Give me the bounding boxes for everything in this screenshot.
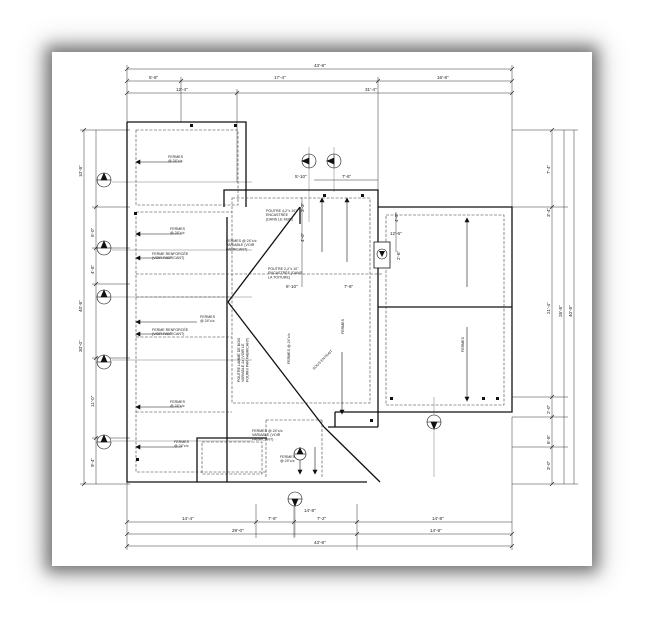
note-poutre: POUTRE 4-2"x 10"ENCASTRÉE(DANS LE MUR) (266, 209, 297, 221)
dim-left-overall: 40'-8" (78, 300, 83, 312)
dim-left-seg: 30'-0" (78, 340, 83, 352)
note-fermes-vertical: FERMES (341, 318, 345, 334)
dim-left-seg: 4'-8" (90, 264, 95, 274)
grid-bubble (301, 153, 317, 169)
posts (134, 124, 499, 461)
note-fermes-variable-vertical: FERMES @ 24"c/c (287, 333, 291, 364)
grid-bubbles (96, 153, 442, 507)
dim-right-seg: 2'-0" (546, 404, 551, 414)
dim-top-row2: 31'-4" (365, 87, 377, 92)
truss-arrows (135, 159, 470, 475)
note-fermes: FERMES@ 24"c/c (170, 400, 186, 408)
note-sous-entrait: SOUS ENTRAIT (312, 349, 334, 371)
grid-bubble (96, 172, 112, 188)
dim-inner: 3'-3" (300, 202, 305, 212)
dim-right-seg: 3'-0" (546, 460, 551, 470)
note-ferme-renforcee: FERME RENFORCÉE(VOIR FABRICANT) (152, 251, 189, 260)
grid-bubble (96, 240, 112, 256)
dim-top-seg: 17'-4" (274, 75, 286, 80)
roof-plan: 43'-8" 5'-8" 17'-4" 16'-8" 12'-4" 31'-4"… (78, 63, 578, 550)
note-fermes: FERMES@ 24"c/c (170, 227, 186, 235)
grid-bubble (96, 434, 112, 450)
dim-right-seg: 21'-4" (546, 302, 551, 314)
dim-right-seg: 3'-4" (546, 207, 551, 217)
dim-inner: 7'-6" (342, 174, 352, 179)
dim-right-seg: 6'-8" (546, 434, 551, 444)
dim-inner: 2'-6" (396, 250, 401, 260)
dim-inner: 6'-10" (286, 284, 298, 289)
dim-bottom-mid: 14'-8" (304, 508, 316, 513)
dim-top-overall: 43'-8" (314, 63, 326, 68)
dim-left-seg: 9'-4" (90, 457, 95, 467)
roof-outline (126, 121, 513, 483)
dim-left-seg: 5'-0" (90, 227, 95, 237)
dim-bottom-seg: 7'-2" (317, 516, 327, 521)
dimension-labels: 43'-8" 5'-8" 17'-4" 16'-8" 12'-4" 31'-4"… (78, 63, 573, 545)
dim-left-seg: 11'-0" (90, 395, 95, 407)
dim-bottom-row2: 29'-0" (232, 528, 244, 533)
note-fermes: FERMES@ 24"c/c (280, 455, 296, 463)
dim-bottom-overall: 43'-8" (314, 540, 326, 545)
dim-inner: 4'-5" (394, 212, 399, 222)
dim-inner: 4'-0" (300, 232, 305, 242)
dim-bottom-row2: 14'-8" (430, 528, 442, 533)
grid-bubble (96, 289, 112, 305)
dim-bottom-seg: 14'-4" (182, 516, 194, 521)
grid-lines (112, 147, 435, 537)
dim-inner: 12'-6" (390, 231, 402, 236)
dimension-ticks (81, 66, 555, 549)
dim-inner: 7'-6" (344, 284, 354, 289)
grid-bubble (426, 414, 442, 430)
grid-bubble (96, 354, 112, 370)
grid-bubble (293, 447, 307, 461)
dim-right-seg: 7'-4" (546, 164, 551, 174)
dim-top-seg: 5'-8" (149, 75, 159, 80)
drawing-sheet: 43'-8" 5'-8" 17'-4" 16'-8" 12'-4" 31'-4"… (52, 52, 592, 566)
note-fermes: FERMES@ 24"c/c (174, 440, 190, 448)
chimney (373, 241, 391, 269)
dimension-lines (80, 65, 578, 550)
dim-bottom-right: 14'-8" (432, 516, 444, 521)
dim-left-seg: 10'-8" (78, 165, 83, 177)
dim-top-row2: 12'-4" (176, 87, 188, 92)
dim-right-inner: 26'-8" (558, 305, 563, 317)
dim-bottom-seg: 7'-6" (268, 516, 278, 521)
grid-bubble (287, 491, 303, 507)
note-fermes: FERMES@ 24"c/c (168, 155, 184, 163)
dim-right-overall: 40'-8" (568, 305, 573, 317)
note-fermes-vertical: FERMES (461, 336, 465, 352)
dim-top-seg: 16'-8" (437, 75, 449, 80)
note-poutre-lamelle: POUTRE LAMMÉ DE BOISVARIABLE 2x (VOIR LE… (236, 337, 249, 382)
dashed-walls (135, 129, 505, 477)
dim-inner: 5'-10" (295, 174, 307, 179)
grid-bubble (326, 153, 342, 169)
plan-notes: FERMES@ 24"c/c FERMES@ 24"c/c FERME RENF… (152, 155, 465, 463)
note-fermes: FERMES@ 24"c/c (200, 315, 216, 323)
note-ferme-renforcee: FERME RENFORCÉE(VOIR FABRICANT) (152, 327, 189, 336)
